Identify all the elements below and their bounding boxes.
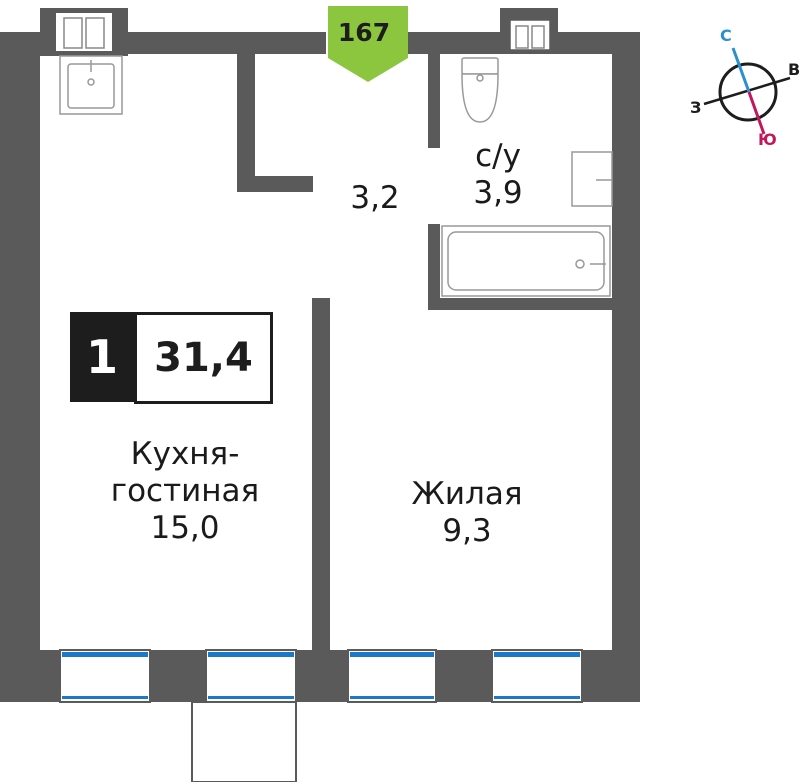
bathroom-label: с/у 3,9	[446, 138, 550, 212]
kitchen-area: 15,0	[150, 510, 220, 546]
balcony	[191, 701, 297, 782]
compass-north: С	[720, 26, 732, 45]
bathtub-icon	[441, 225, 611, 297]
living-name: Жилая	[411, 476, 523, 512]
compass-south: Ю	[758, 130, 777, 149]
windows	[59, 649, 583, 703]
living-label: Жилая 9,3	[372, 476, 562, 550]
apartment-number: 167	[337, 18, 391, 47]
washbasin-icon	[571, 151, 613, 207]
bathroom-area: 3,9	[473, 175, 523, 211]
compass-icon	[703, 47, 791, 135]
toilet-icon	[461, 57, 499, 123]
bathroom-name: с/у	[475, 138, 521, 174]
kitchen-label: Кухня- гостиная 15,0	[60, 436, 310, 547]
sink-icon	[59, 55, 123, 115]
living-area: 9,3	[442, 513, 492, 549]
compass-east: В	[788, 60, 800, 79]
total-area: 31,4	[134, 312, 273, 404]
apartment-number-badge	[328, 6, 408, 82]
compass-west: З	[690, 98, 702, 117]
hall-area: 3,2	[350, 180, 400, 216]
kitchen-name-line1: Кухня-	[130, 436, 240, 472]
kitchen-name-line2: гостиная	[110, 473, 260, 509]
rooms-count: 1	[70, 312, 134, 402]
walls	[0, 8, 640, 702]
